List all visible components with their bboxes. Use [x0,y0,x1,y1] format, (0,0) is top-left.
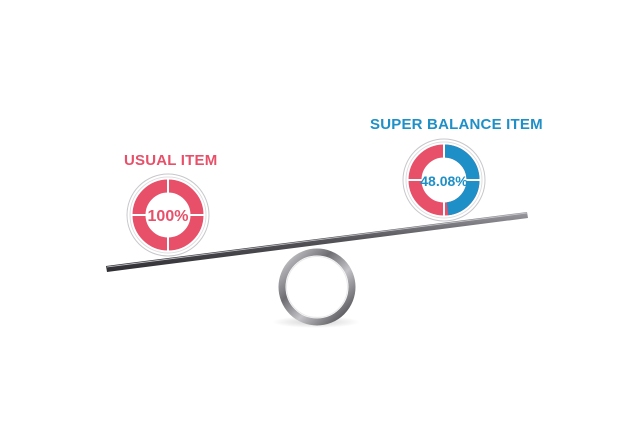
usual-gauge-ticks [131,178,205,252]
usual-gauge-value: 100% [148,208,189,225]
seesaw-bar [106,212,528,272]
usual-gauge-outer-track-2 [129,176,207,254]
super-gauge-value-arc [443,144,480,216]
usual-gauge-center [146,193,190,237]
super-gauge-outer-track [402,138,486,222]
seesaw-bar-highlight [106,212,528,268]
usual-item-title: USUAL ITEM [124,152,218,169]
super-gauge-center [422,158,466,202]
super-gauge-ticks [407,143,481,217]
super-balance-item-title: SUPER BALANCE ITEM [370,116,543,133]
super-gauge-outer-track-2 [405,141,483,219]
fulcrum-ring [278,248,356,326]
usual-gauge-outer-track [126,173,210,257]
fulcrum-ring-inner [286,256,348,318]
super-gauge-value: 48.08% [420,173,468,189]
super-balance-gauge: 48.08% [402,138,486,222]
usual-item-gauge: 100% [126,173,210,257]
